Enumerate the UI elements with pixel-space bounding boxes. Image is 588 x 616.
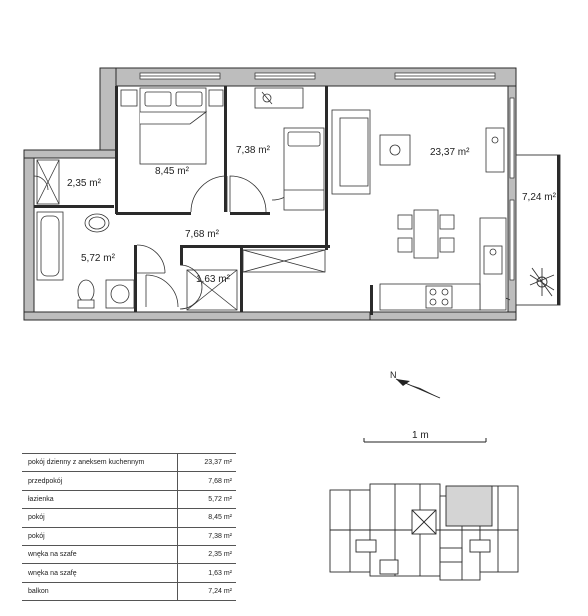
plant-icon (529, 267, 555, 297)
area-label-bathroom: 5,72 m² (81, 253, 116, 264)
kitchen-counter (379, 217, 507, 311)
room-name-cell: łazienka (22, 489, 178, 509)
windows (139, 72, 515, 281)
area-label-bedroom-2: 7,38 m² (236, 145, 271, 156)
room-area-cell: 23,37 m² (177, 452, 236, 472)
area-label-hall: 7,68 m² (185, 229, 220, 240)
washing-machine (105, 279, 135, 309)
room-name-cell: wnęka na szafe (22, 544, 178, 564)
desk (254, 87, 304, 109)
room-area-cell: 1,63 m² (177, 563, 236, 583)
bathtub (36, 211, 64, 281)
balcony (515, 154, 561, 306)
building-key-plan (329, 483, 519, 581)
scale-bar-label: 1 m (412, 430, 429, 441)
room-name-cell: przedpokój (22, 471, 178, 491)
room-area-cell: 7,38 m² (177, 526, 236, 546)
area-label-balcony: 7,24 m² (522, 192, 557, 203)
room-name-cell: pokój (22, 526, 178, 546)
area-label-closet-1: 2,35 m² (67, 178, 102, 189)
room-name-cell: pokój dzienny z aneksem kuchennym (22, 452, 178, 472)
room-name-cell: wnęka na szafę (22, 563, 178, 583)
tv-unit (485, 127, 505, 173)
area-label-living: 23,37 m² (430, 147, 470, 158)
scale-bar: 1 m (363, 430, 487, 443)
area-labels: 8,45 m² 7,38 m² 23,37 m² 2,35 m² 7,68 m²… (67, 145, 557, 285)
toilet (77, 279, 95, 309)
sofa (331, 109, 371, 195)
bed-single (283, 127, 325, 211)
dining-table (397, 209, 455, 259)
room-area-cell: 5,72 m² (177, 489, 236, 509)
bed-double (139, 87, 208, 165)
bedside-tables (120, 89, 224, 107)
area-label-bedroom-1: 8,45 m² (155, 166, 190, 177)
room-area-cell: 2,35 m² (177, 544, 236, 564)
wardrobes (36, 159, 326, 311)
sink (84, 213, 110, 233)
interior-walls (34, 86, 373, 315)
room-name-cell: pokój (22, 508, 178, 528)
highlighted-apartment (445, 485, 493, 527)
room-name-cell: balkon (22, 581, 178, 602)
room-area-cell: 7,24 m² (177, 581, 236, 602)
coffee-table (379, 134, 411, 166)
north-letter-icon: N (390, 370, 397, 380)
north-arrow-icon: N (390, 370, 441, 399)
room-area-cell: 7,68 m² (177, 471, 236, 491)
room-area-cell: 8,45 m² (177, 508, 236, 528)
area-label-closet-2: 1,63 m² (196, 274, 231, 285)
